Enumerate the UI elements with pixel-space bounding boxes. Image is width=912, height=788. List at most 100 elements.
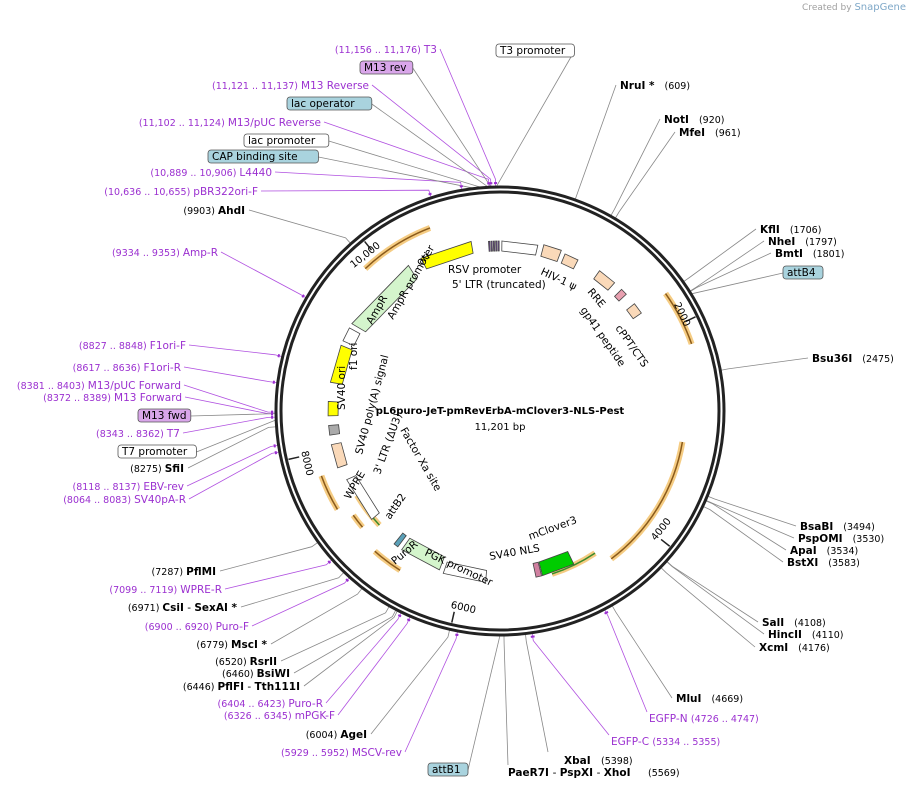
feature-m13-rev-box[interactable]: M13 rev [359,60,414,75]
enzyme-sexai-label[interactable]: (6971) CsiI - SexAI * [128,602,238,614]
enzyme-tth111i-label[interactable]: (6446) PflFI - Tth111I [183,681,300,693]
primer-amp-r-name: Amp-R [183,247,218,259]
enzyme-sfii-label[interactable]: (8275) SfiI [130,463,184,475]
primer-l4440-label[interactable]: (10,889 .. 10,906) L4440 [150,167,272,179]
feature-t3-promoter-box[interactable]: T3 promoter [495,43,575,58]
primer-m13-forward-label[interactable]: (8372 .. 8389) M13 Forward [43,392,182,404]
primer-t3-name: T3 [423,44,437,56]
enzyme-xcmi-pos: (4176) [798,643,830,654]
enzyme-pspomi-label[interactable]: PspOMI [798,533,843,545]
primer-wpre-r-label[interactable]: (7099 .. 7119) WPRE-R [109,584,222,596]
primer-f1ori-f-label[interactable]: (8827 .. 8848) F1ori-F [79,340,186,352]
label-box-bg [427,762,469,777]
enzyme-bstxi-label[interactable]: BstXI [787,557,818,569]
wpre-block [346,475,380,521]
ltr3-block [330,442,348,469]
leader-line [323,121,490,188]
orf-arc [320,475,339,510]
enzyme-bsiwi-label[interactable]: (6460) BsiWI [222,668,290,680]
primer-m13-puc-forward-label[interactable]: (8381 .. 8403) M13/pUC Forward [17,380,181,392]
leader-line [665,560,765,635]
primer-egfp-c-label[interactable]: EGFP-C (5334 .. 5355) [611,736,720,748]
leader-line [190,413,277,417]
leader-line [280,605,390,662]
primer-m13-puc-reverse-label[interactable]: (11,102 .. 11,124) M13/pUC Reverse [139,117,321,129]
leader-line [371,103,489,188]
enzyme-bsabi-label[interactable]: BsaBI [800,521,833,533]
primer-amp-r-pos: (9334 .. 9353) [112,248,183,259]
primer-ebv-rev-label[interactable]: (8118 .. 8137) EBV-rev [72,481,184,493]
feature-cap-binding-site-label: CAP binding site [212,151,298,163]
leader-line [183,384,277,413]
enzyme-agei-pos: (6004) [306,730,341,741]
enzyme-agei-label[interactable]: (6004) AgeI [306,729,367,741]
primer-l4440-pos: (10,889 .. 10,906) [150,168,239,179]
lac-region-stripe [490,240,493,252]
feature-arrows [271,182,695,638]
primer-pbr322ori-f-label[interactable]: (10,636 .. 10,655) pBR322ori-F [104,186,258,198]
feature-lac-operator-label: lac operator [291,98,355,110]
enzyme-sali-label[interactable]: SalI [762,617,784,629]
leader-line [705,500,787,551]
primer-t7-pos: (8343 .. 8362) [96,429,167,440]
enzyme-mfei-pos: (961) [715,128,741,139]
feature-m13-fwd-box[interactable]: M13 fwd [137,408,192,423]
enzyme-kfli-label[interactable]: KflI [760,224,780,236]
leader-line [702,505,784,563]
enzyme-nrui-label[interactable]: NruI * [620,80,655,92]
feature-attb1-box[interactable]: attB1 [427,762,469,777]
leader-line [705,499,795,539]
leader-line [707,495,797,527]
primer-t7-label[interactable]: (8343 .. 8362) T7 [96,428,180,440]
leader-line [689,240,765,292]
enzyme-xcmi-label[interactable]: XcmI [759,642,788,654]
feature-t7-promoter-box[interactable]: T7 promoter [117,444,197,459]
enzyme-bsabi-pos: (3494) [843,522,875,533]
enzyme-xbai-label[interactable]: XbaI [564,755,591,767]
enzyme-apai-pos: (3534) [827,546,859,557]
primer-egfp-n-label[interactable]: EGFP-N (4726 .. 4747) [649,713,759,725]
enzyme-paer7i-group[interactable]: PaeR7I - PspXI - XhoI [508,767,631,779]
enzyme-mfei-label[interactable]: MfeI [679,127,705,139]
primer-amp-r-label[interactable]: (9334 .. 9353) Amp-R [112,247,218,259]
feature-attb4-box[interactable]: attB4 [782,265,824,280]
feature-attb2-label: attB2 [383,491,409,521]
enzyme-bmti-label[interactable]: BmtI [775,248,803,260]
primer-mscv-rev-label[interactable]: (5929 .. 5952) MSCV-rev [281,747,402,759]
enzyme-bmti-pos: (1801) [813,249,845,260]
feature-pgk-promoter-label: PGK promoter [423,547,495,589]
primer-f1ori-r-label[interactable]: (8617 .. 8636) F1ori-R [73,362,181,374]
plasmid-size: 11,201 bp [475,422,526,433]
primer-t3-label[interactable]: (11,156 .. 11,176) T3 [335,44,437,56]
feature-cap-binding-site-box[interactable]: CAP binding site [207,149,319,164]
plasmid-center: pL6puro-JeT-pmRevErbA-mClover3-NLS-Pest … [376,406,625,433]
enzyme-bsu36i-label[interactable]: Bsu36I [812,353,852,365]
enzyme-ahdi-label[interactable]: (9903) AhdI [183,205,245,217]
primer-puro-r-label[interactable]: (6404 .. 6423) Puro-R [218,698,323,710]
orf-arc-highlight [609,441,686,562]
primer-mark [397,614,402,618]
primer-puro-f-label[interactable]: (6900 .. 6920) Puro-F [145,621,249,633]
enzyme-pflfi-name: PflFI [217,681,244,693]
enzyme-mlui-label[interactable]: MluI [676,693,701,705]
leader-line [689,252,772,293]
primer-m13-reverse-label[interactable]: (11,121 .. 11,137) M13 Reverse [212,80,369,92]
feature-attb4-label: attB4 [787,267,816,279]
enzyme-bsiwi-name: BsiWI [257,668,290,680]
enzyme-rsrii-label[interactable]: (6520) RsrII [215,656,277,668]
enzyme-apai-label[interactable]: ApaI [790,545,817,557]
enzyme-noti-label[interactable]: NotI [664,114,689,126]
feature-lac-promoter-box[interactable]: lac promoter [243,133,330,148]
leader-line [325,611,402,704]
primer-mark [274,450,278,455]
primer-mpgk-f-label[interactable]: (6326 .. 6345) mPGK-F [224,710,335,722]
enzyme-hincii-label[interactable]: HincII [768,629,802,641]
feature-lac-operator-box[interactable]: lac operator [286,96,373,111]
primer-pbr322ori-f-pos: (10,636 .. 10,655) [104,187,193,198]
label-box-bg [286,96,373,111]
primer-sv40pa-r-label[interactable]: (8064 .. 8083) SV40pA-R [63,494,186,506]
enzyme-msci-label[interactable]: (6779) MscI * [196,639,267,651]
tick-mark [685,316,696,323]
enzyme-pflmi-label[interactable]: (7287) PflMI [152,566,216,578]
enzyme-nhei-label[interactable]: NheI [768,236,795,248]
